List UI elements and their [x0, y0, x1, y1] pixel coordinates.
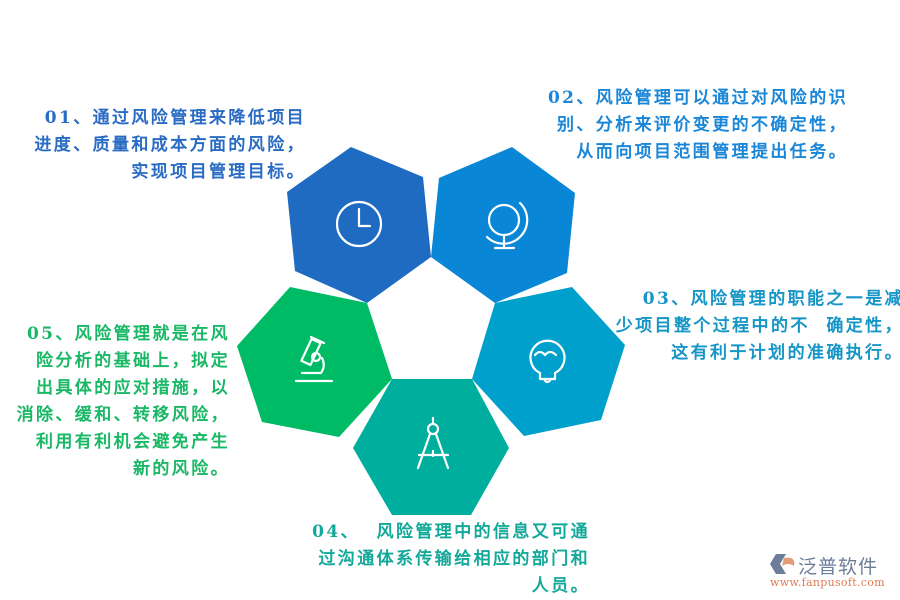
text-line: 利用有利机会避免产生 [36, 432, 230, 452]
item-05-text: 05、风险管理就是在风 险分析的基础上，拟定 出具体的应对措施，以 消除、缓和、… [17, 321, 230, 483]
item-01-text: 01、通过风险管理来降低项目 进度、质量和成本方面的风险， 实现项目管理目标。 [34, 105, 306, 186]
globe-icon [485, 201, 529, 250]
text-line: 险分析的基础上，拟定 [36, 351, 230, 371]
logo-name: 泛普软件 [798, 556, 879, 578]
text-line: 进度、质量和成本方面的风险， [34, 135, 306, 155]
text-line: 人员。 [531, 576, 590, 596]
logo-url: www.fanpusoft.com [770, 576, 885, 589]
lightbulb-icon [529, 339, 566, 384]
clock-icon [335, 200, 383, 248]
text-line: 过沟通体系传输给相应的部门和 [318, 549, 590, 569]
compass-icon [416, 416, 450, 470]
text-line: 消除、缓和、转移风险， [16, 405, 230, 425]
hexagon-02 [431, 147, 575, 303]
text-line: 从而向项目范围管理提出任务。 [576, 142, 848, 162]
text-line: 出具体的应对措施，以 [36, 378, 230, 398]
text-line: 02、风险管理可以通过对风险的识 [547, 88, 848, 108]
text-line: 新的风险。 [133, 459, 230, 479]
item-04-text: 04、 风险管理中的信息又可通 过沟通体系传输给相应的部门和 人员。 [312, 519, 590, 600]
text-line: 03、风险管理的职能之一是减 [642, 289, 900, 309]
hexagon-03 [472, 287, 625, 436]
text-line: 少项目整个过程中的不 确定性， [615, 316, 900, 336]
item-02-text: 02、风险管理可以通过对风险的识 别、分析来评价变更的不确定性， 从而向项目范围… [548, 85, 848, 166]
text-line: 05、风险管理就是在风 [26, 324, 230, 344]
microscope-icon [294, 335, 334, 383]
text-line: 实现项目管理目标。 [131, 162, 306, 182]
text-line: 别、分析来评价变更的不确定性， [557, 115, 848, 135]
text-line: 01、通过风险管理来降低项目 [44, 108, 306, 128]
fanpusoft-logo: 泛普软件 www.fanpusoft.com [768, 552, 898, 592]
text-line: 这有利于计划的准确执行。 [671, 343, 900, 363]
item-03-text: 03、风险管理的职能之一是减 少项目整个过程中的不 确定性， 这有利于计划的准确… [616, 286, 900, 367]
hexagon-05 [237, 287, 392, 437]
text-line: 04、 风险管理中的信息又可通 [312, 522, 590, 542]
logo-mark-icon [770, 554, 795, 574]
hexagon-04 [353, 379, 509, 515]
